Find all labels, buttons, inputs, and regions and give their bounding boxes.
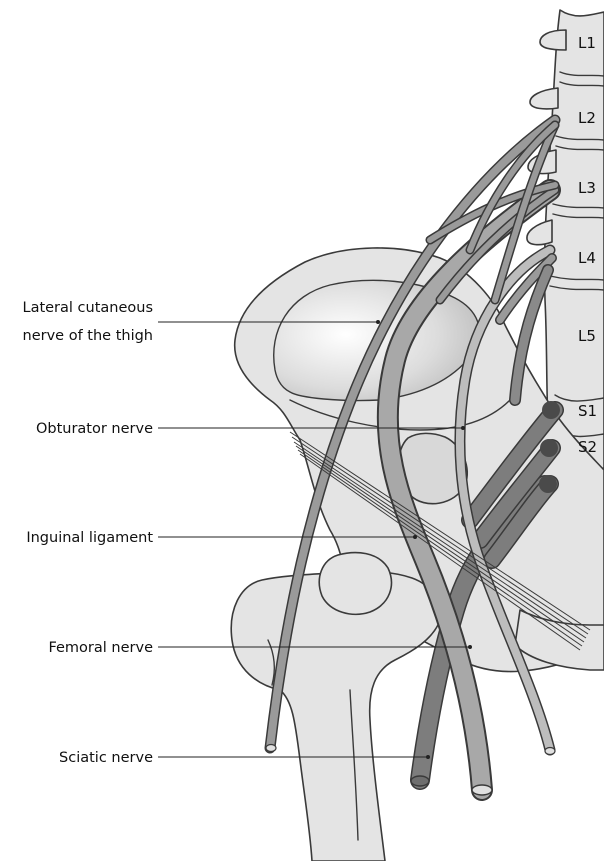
label-l1: L1: [578, 34, 596, 52]
femur: [231, 553, 440, 861]
vertebra-l1-process: [540, 30, 566, 50]
label-l5: L5: [578, 327, 596, 345]
label-inguinal-ligament: Inguinal ligament: [26, 530, 153, 546]
label-s2: S2: [578, 438, 597, 456]
nerve-labels: Lateral cutaneous nerve of the thigh Obt…: [22, 300, 153, 766]
vertebra-l4-process: [527, 220, 552, 245]
label-obturator-nerve: Obturator nerve: [36, 421, 153, 437]
vertebra-l2-process: [530, 88, 558, 109]
label-lateral-cutaneous-line1: Lateral cutaneous: [22, 300, 153, 316]
label-lateral-cutaneous-line2: nerve of the thigh: [23, 328, 153, 344]
label-l4: L4: [578, 249, 596, 267]
label-l2: L2: [578, 109, 596, 127]
label-sciatic-nerve: Sciatic nerve: [59, 750, 153, 766]
label-s1: S1: [578, 402, 597, 420]
label-femoral-nerve: Femoral nerve: [48, 640, 153, 656]
label-l3: L3: [578, 179, 596, 197]
